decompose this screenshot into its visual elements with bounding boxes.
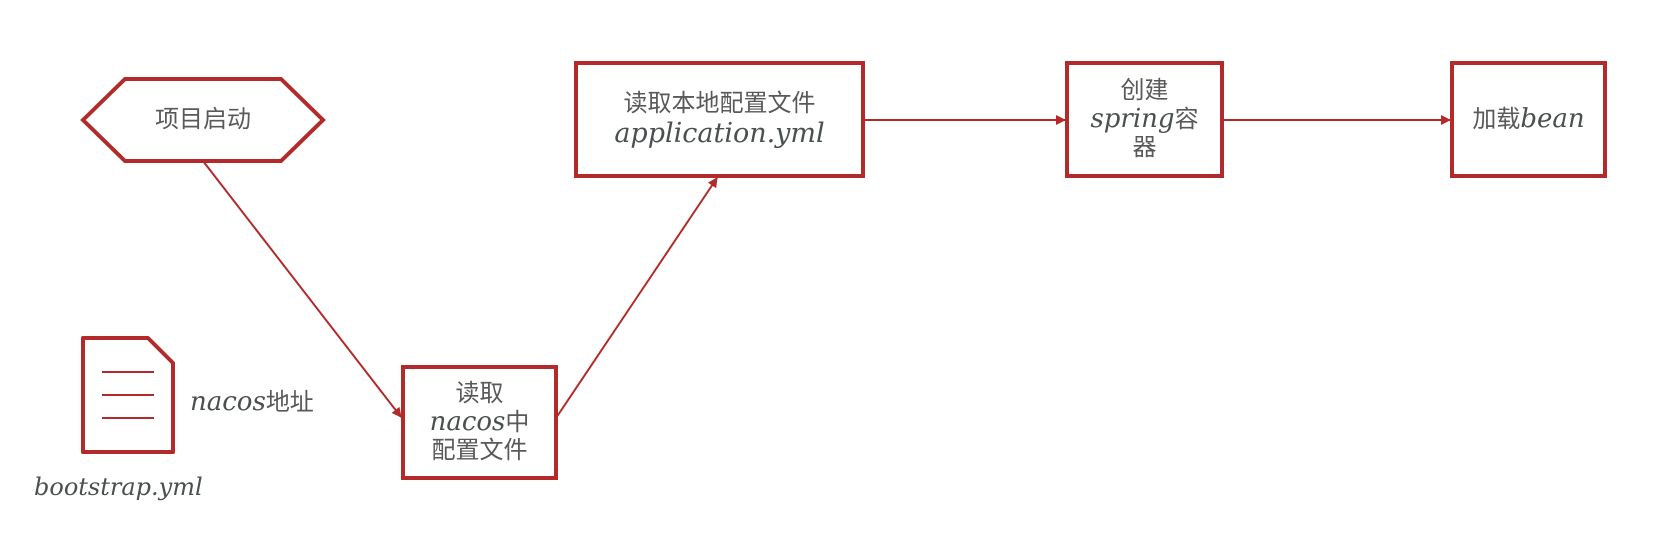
create-spring-line1: 创建 [1120, 75, 1169, 104]
edge-start-to-read-nacos [202, 160, 402, 418]
load-bean-label: 加载bean [1452, 63, 1605, 176]
document-icon [81, 336, 175, 454]
read-local-line1: 读取本地配置文件 [623, 89, 816, 118]
read-nacos-config-box[interactable] [401, 365, 558, 480]
nacos-address-note: nacos地址 [190, 387, 314, 418]
create-spring-label: 创建 spring容 器 [1067, 63, 1222, 176]
nacos-note-cn: 地址 [265, 388, 314, 416]
start-label: 项目启动 [83, 79, 323, 161]
create-spring-container-box[interactable] [1065, 61, 1224, 178]
read-local-config-label: 读取本地配置文件 application.yml [576, 63, 863, 176]
create-spring-line2-cn: 容 [1174, 104, 1199, 133]
bootstrap-yml-caption: bootstrap.yml [34, 473, 203, 501]
load-bean-box[interactable] [1450, 61, 1607, 178]
nacos-text: nacos [429, 406, 506, 437]
read-nacos-line2-cn: 中 [505, 407, 530, 436]
start-text: 项目启动 [155, 105, 251, 134]
application-yml-text: application.yml [614, 117, 825, 149]
read-local-config-box[interactable] [574, 61, 865, 178]
edge-read-nacos-to-read-local [555, 177, 718, 419]
nacos-note-en: nacos [190, 387, 266, 417]
start-hexagon[interactable] [80, 77, 326, 163]
create-spring-line3: 器 [1132, 133, 1157, 162]
load-text: 加载 [1472, 104, 1521, 133]
spring-text: spring [1090, 103, 1175, 134]
read-nacos-config-label: 读取 nacos中 配置文件 [403, 367, 556, 478]
bean-text: bean [1520, 103, 1585, 134]
read-nacos-line3: 配置文件 [431, 436, 528, 465]
read-nacos-line1: 读取 [455, 378, 504, 407]
